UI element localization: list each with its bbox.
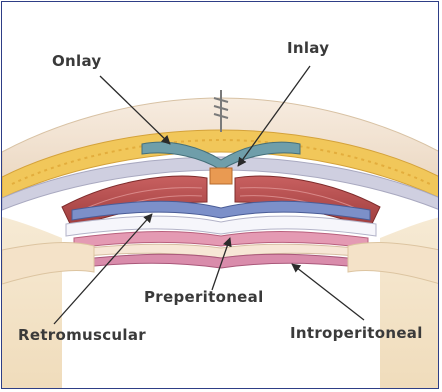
retromuscular-mesh <box>72 201 370 220</box>
label-preperitoneal: Preperitoneal <box>144 288 264 306</box>
label-inlay: Inlay <box>287 39 329 57</box>
label-intraperitoneal: Introperitoneal <box>290 324 423 342</box>
posterior-fascia <box>66 216 376 236</box>
label-retromuscular: Retromuscular <box>18 326 146 344</box>
inlay-mesh <box>210 168 232 184</box>
intraperitoneal-arrow <box>292 264 364 320</box>
label-onlay: Onlay <box>52 52 102 70</box>
